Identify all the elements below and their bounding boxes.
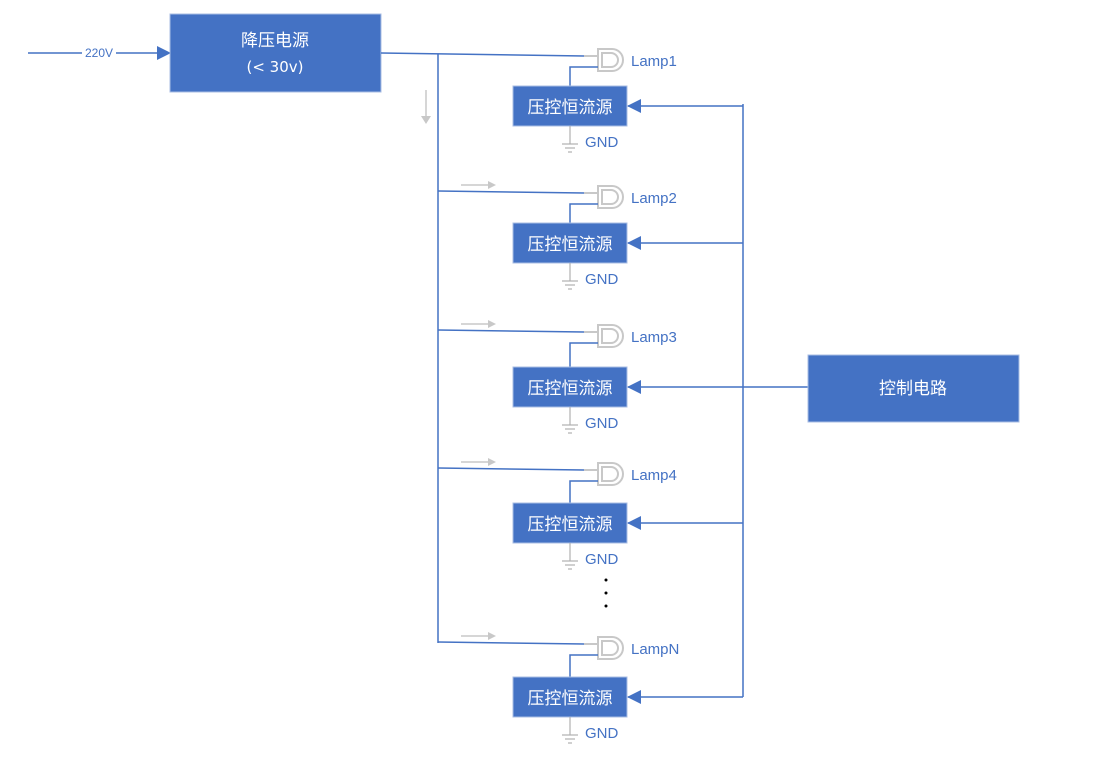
lamp-to-driver-wire (569, 480, 598, 503)
lamp-stage: Lamp4 压控恒流源 GND (437, 458, 743, 570)
lamp-icon (584, 324, 624, 348)
driver-label: 压控恒流源 (528, 379, 613, 399)
lamp-stage: LampN 压控恒流源 GND (437, 632, 743, 744)
lamp-stages: Lamp1压控恒流源GNDLamp2压控恒流源GNDLamp3压控恒流源GNDL… (437, 48, 743, 744)
bus-top-wire (380, 52, 585, 57)
lamp-stage: Lamp3 压控恒流源 GND (437, 320, 743, 434)
lamp-icon (584, 185, 624, 209)
lamp-label: Lamp2 (631, 190, 677, 207)
supply-box (169, 13, 382, 93)
ground-icon (562, 263, 578, 290)
lamp-icon (584, 48, 624, 72)
lamp-icon (584, 636, 624, 660)
lamp-to-driver-wire (569, 203, 598, 223)
driver-label: 压控恒流源 (528, 689, 613, 709)
current-hint-arrow-head (488, 632, 496, 640)
driver-label: 压控恒流源 (528, 98, 613, 118)
driver-box (512, 222, 628, 264)
bus-branch-wire (437, 641, 585, 645)
lamp-stage: Lamp1 压控恒流源 GND (512, 48, 743, 153)
bus-branch-wire (437, 190, 585, 194)
bus-branch-wire (437, 467, 585, 471)
ground-label: GND (585, 271, 619, 288)
lamp-to-driver-wire (569, 66, 598, 86)
lamp-stage: Lamp2 压控恒流源 GND (437, 181, 743, 290)
current-hint-arrow-head (488, 458, 496, 466)
control-circuit: 控制电路 (807, 354, 1020, 423)
ground-label: GND (585, 551, 619, 568)
input-voltage-label: 220V (85, 46, 113, 60)
current-hint-arrow-head (488, 181, 496, 189)
lamp-label: LampN (631, 641, 679, 658)
input-line: 220V (28, 46, 171, 60)
supply-title: 降压电源 (241, 31, 309, 51)
current-hint-arrow-down-head (421, 116, 431, 124)
lamp-label: Lamp3 (631, 329, 677, 346)
ground-label: GND (585, 415, 619, 432)
ground-icon (562, 126, 578, 153)
current-hint-arrow-head (488, 320, 496, 328)
control-label: 控制电路 (879, 379, 947, 399)
control-box (807, 354, 1020, 423)
step-down-supply: 降压电源 (< 30v) (169, 13, 382, 93)
control-bus (742, 104, 808, 697)
supply-subtitle: (< 30v) (246, 58, 303, 76)
ground-icon (562, 407, 578, 434)
lamp-label: Lamp4 (631, 467, 677, 484)
ground-label: GND (585, 725, 619, 742)
bus-branch-wire (437, 329, 585, 333)
driver-label: 压控恒流源 (528, 515, 613, 535)
lamp-to-driver-wire (569, 342, 598, 367)
driver-box (512, 366, 628, 408)
driver-label: 压控恒流源 (528, 235, 613, 255)
vertical-ellipsis-icon (604, 578, 608, 608)
lamp-icon (584, 462, 624, 486)
supply-bus (380, 52, 585, 643)
lamp-to-driver-wire (569, 654, 598, 677)
ground-label: GND (585, 134, 619, 151)
ground-icon (562, 717, 578, 744)
ground-icon (562, 543, 578, 570)
lamp-label: Lamp1 (631, 53, 677, 70)
